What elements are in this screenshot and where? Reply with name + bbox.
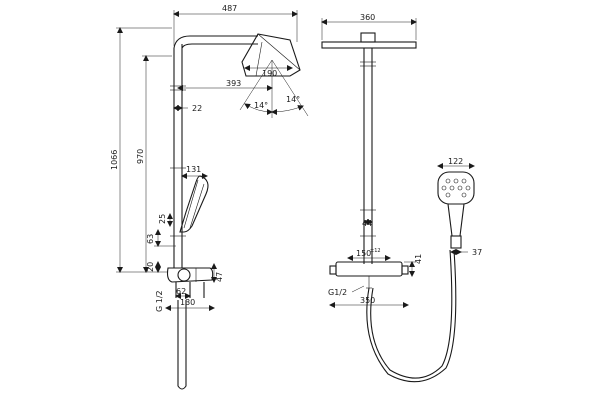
dim-tilt-left: 14°	[254, 101, 268, 110]
dim-connection-spacing: 130	[180, 298, 195, 307]
dim-holder-gap: 25	[158, 214, 167, 224]
dim-front-head-width: 360	[360, 13, 375, 22]
front-thread-label: G1/2	[328, 288, 347, 297]
dim-bar-height: 970	[136, 149, 145, 164]
dim-tilt-right: 14°	[286, 95, 300, 104]
dim-hand-head-width: 122	[448, 157, 463, 166]
spray-nozzles	[441, 178, 471, 198]
front-view: 360 44 150 ±12 41 G1/2 350 122 37	[321, 13, 482, 383]
hose-side	[177, 300, 187, 390]
dim-pipe-offset: 22	[192, 104, 202, 113]
side-thread-label: G 1/2	[155, 290, 164, 312]
dim-arm-reach: 393	[226, 79, 241, 88]
riser-pipe	[170, 44, 186, 268]
dim-hand-grip-width: 37	[472, 248, 482, 257]
dim-connection-depth: 62	[176, 287, 186, 296]
hand-shower-side	[179, 175, 209, 244]
hose-front	[366, 249, 457, 383]
dim-front-pipe: 44	[362, 219, 372, 228]
dim-overall-width: 487	[222, 4, 237, 13]
riser-front	[360, 48, 376, 264]
dim-total-height: 1066	[110, 150, 119, 170]
dim-lower-gap: 20	[146, 262, 155, 272]
side-view: 487 190 393 22 14° 14° 1066 970 131 25 6…	[110, 4, 309, 390]
thermostat-side	[166, 267, 214, 283]
dim-thermostat-depth: 47	[215, 272, 224, 282]
dim-front-thermostat-width: 350	[360, 296, 375, 305]
hand-shower-front	[437, 171, 475, 249]
dim-head-width: 190	[262, 69, 277, 78]
dim-handshower-length: 131	[186, 165, 201, 174]
overhead-plate-front	[321, 32, 417, 49]
thermostat-front	[329, 261, 409, 289]
dim-front-centres: 150	[356, 249, 371, 258]
shower-arm	[173, 35, 258, 49]
dim-holder-height: 63	[146, 234, 155, 244]
dim-front-height: 41	[414, 254, 423, 264]
dim-front-centres-tol: ±12	[370, 248, 381, 254]
